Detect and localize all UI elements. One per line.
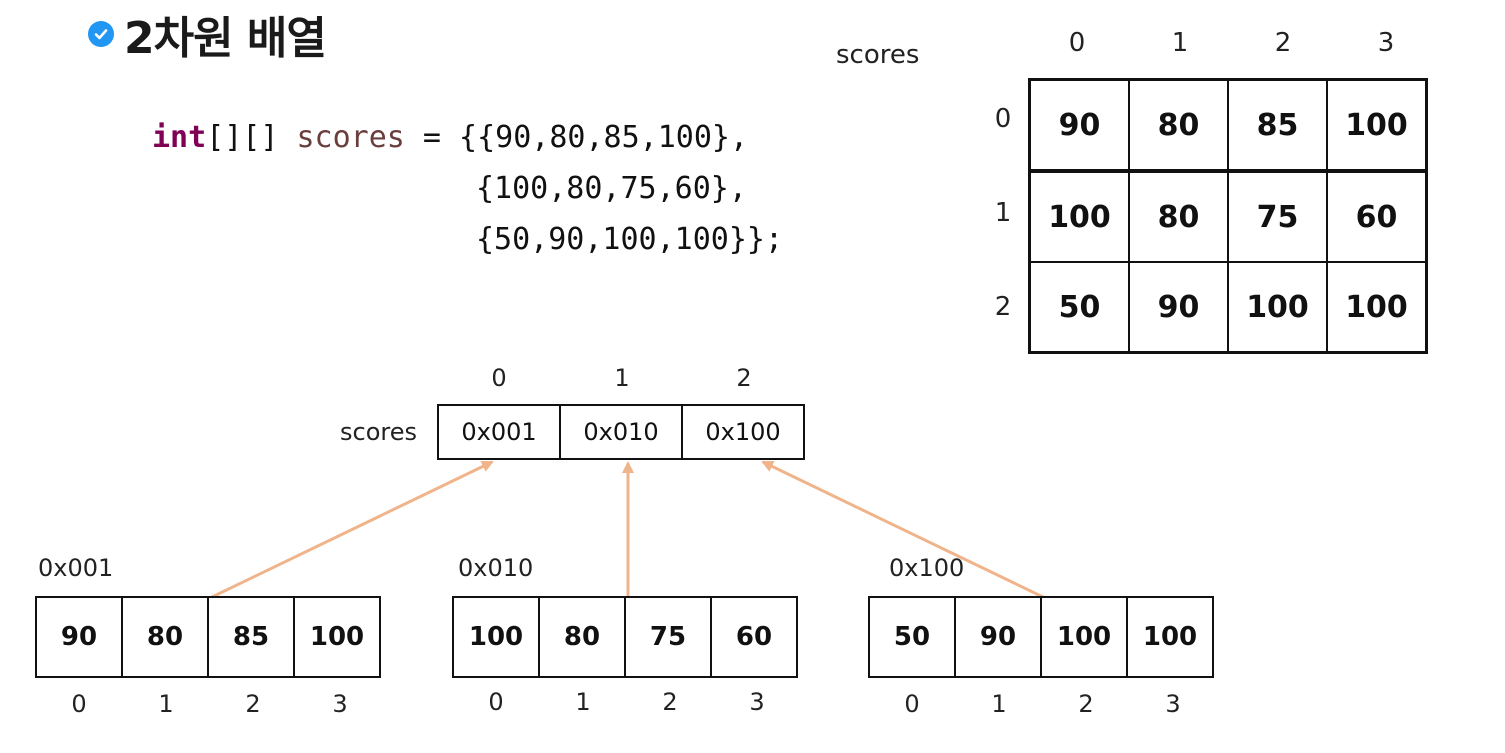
code-brackets: [][] — [206, 120, 279, 155]
matrix-col-index: 1 — [1171, 28, 1189, 58]
sub-array-address: 0x010 — [458, 554, 534, 582]
sub-array-address: 0x001 — [38, 554, 114, 582]
sub-array-cell: 90 — [954, 596, 1042, 678]
ref-array-row: 0x001 0x010 0x100 — [437, 404, 805, 460]
sub-array-cell: 90 — [35, 596, 123, 678]
ref-array-cell: 0x001 — [437, 404, 561, 460]
matrix-row: 50 90 100 100 — [1028, 261, 1428, 354]
sub-array: 90 80 85 100 — [35, 596, 381, 678]
ref-array-cell: 0x100 — [681, 404, 805, 460]
code-line3: {50,90,100,100}}; — [476, 222, 784, 257]
sub-array-index: 1 — [991, 690, 1007, 718]
matrix-row: 100 80 75 60 — [1028, 170, 1428, 263]
sub-array-index: 3 — [332, 690, 348, 718]
matrix-cell: 75 — [1227, 170, 1328, 263]
slide-title: 2차원 배열 — [88, 2, 327, 66]
code-keyword: int — [152, 120, 207, 155]
matrix-row-index: 2 — [994, 292, 1012, 322]
sub-array-cell: 100 — [452, 596, 540, 678]
sub-array-index: 2 — [662, 688, 678, 716]
sub-array-cell: 75 — [624, 596, 712, 678]
matrix-col-index: 2 — [1274, 28, 1292, 58]
sub-array-index: 3 — [1165, 690, 1181, 718]
title-text: 2차원 배열 — [124, 13, 327, 64]
ref-array-label: scores — [340, 418, 417, 446]
sub-array-index: 0 — [904, 690, 920, 718]
code-variable: scores — [296, 120, 405, 155]
matrix-col-index: 0 — [1068, 28, 1086, 58]
matrix-cell: 100 — [1326, 261, 1428, 354]
sub-array-index: 1 — [158, 690, 174, 718]
matrix-cell: 90 — [1028, 78, 1130, 173]
sub-array-cell: 100 — [293, 596, 381, 678]
code-line2: {100,80,75,60}, — [476, 171, 747, 206]
sub-array-index: 3 — [749, 688, 765, 716]
sub-array-row: 90 80 85 100 — [35, 596, 381, 678]
matrix-col-index: 3 — [1377, 28, 1395, 58]
ref-array-index: 2 — [736, 364, 752, 392]
ref-array-index: 0 — [491, 364, 507, 392]
sub-array-cell: 100 — [1126, 596, 1214, 678]
sub-array: 100 80 75 60 — [452, 596, 798, 678]
sub-array-address: 0x100 — [889, 554, 965, 582]
matrix-cell: 50 — [1028, 261, 1130, 354]
ref-array: 0x001 0x010 0x100 — [437, 404, 805, 460]
matrix-cell: 100 — [1326, 78, 1428, 173]
sub-array-row: 100 80 75 60 — [452, 596, 798, 678]
matrix-row-index: 1 — [994, 198, 1012, 228]
sub-array-cell: 100 — [1040, 596, 1128, 678]
matrix-row-index: 0 — [994, 104, 1012, 134]
matrix-cell: 100 — [1028, 170, 1130, 263]
ref-array-cell: 0x010 — [559, 404, 683, 460]
sub-array-cell: 80 — [121, 596, 209, 678]
arrow-to-ref-2 — [761, 460, 1044, 599]
matrix-row: 90 80 85 100 — [1028, 78, 1428, 173]
sub-array-index: 2 — [1078, 690, 1094, 718]
code-snippet: int[][] scores = {{90,80,85,100}, {100,8… — [152, 112, 783, 265]
sub-array-index: 0 — [71, 690, 87, 718]
check-circle-icon — [88, 21, 114, 47]
sub-array-row: 50 90 100 100 — [868, 596, 1214, 678]
sub-array-cell: 60 — [710, 596, 798, 678]
matrix-cell: 60 — [1326, 170, 1428, 263]
matrix-cell: 100 — [1227, 261, 1328, 354]
sub-array-index: 2 — [245, 690, 261, 718]
matrix-table: 90 80 85 100 100 80 75 60 50 90 100 100 — [1028, 78, 1428, 354]
code-line1: = {{90,80,85,100}, — [404, 120, 749, 155]
arrow-to-ref-0 — [211, 460, 494, 599]
sub-array-index: 1 — [575, 688, 591, 716]
sub-array-cell: 80 — [538, 596, 626, 678]
sub-array: 50 90 100 100 — [868, 596, 1214, 678]
sub-array-cell: 50 — [868, 596, 956, 678]
matrix-label: scores — [836, 40, 920, 70]
sub-array-cell: 85 — [207, 596, 295, 678]
matrix-cell: 80 — [1128, 170, 1229, 263]
sub-array-index: 0 — [488, 688, 504, 716]
matrix-cell: 80 — [1128, 78, 1229, 173]
ref-array-index: 1 — [614, 364, 630, 392]
matrix-cell: 85 — [1227, 78, 1328, 173]
matrix-cell: 90 — [1128, 261, 1229, 354]
